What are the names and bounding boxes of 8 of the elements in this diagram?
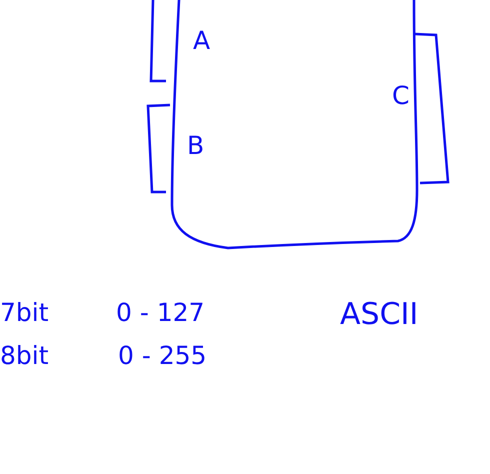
part-label: C	[392, 83, 410, 108]
note-text: ASCII	[340, 300, 418, 330]
note-text: 7bit	[0, 300, 49, 325]
part-label: B	[187, 133, 204, 158]
note-text: 0 - 127	[116, 300, 205, 325]
note-text: 0 - 255	[118, 343, 207, 368]
part-label: A	[193, 28, 210, 53]
note-text: 8bit	[0, 343, 49, 368]
